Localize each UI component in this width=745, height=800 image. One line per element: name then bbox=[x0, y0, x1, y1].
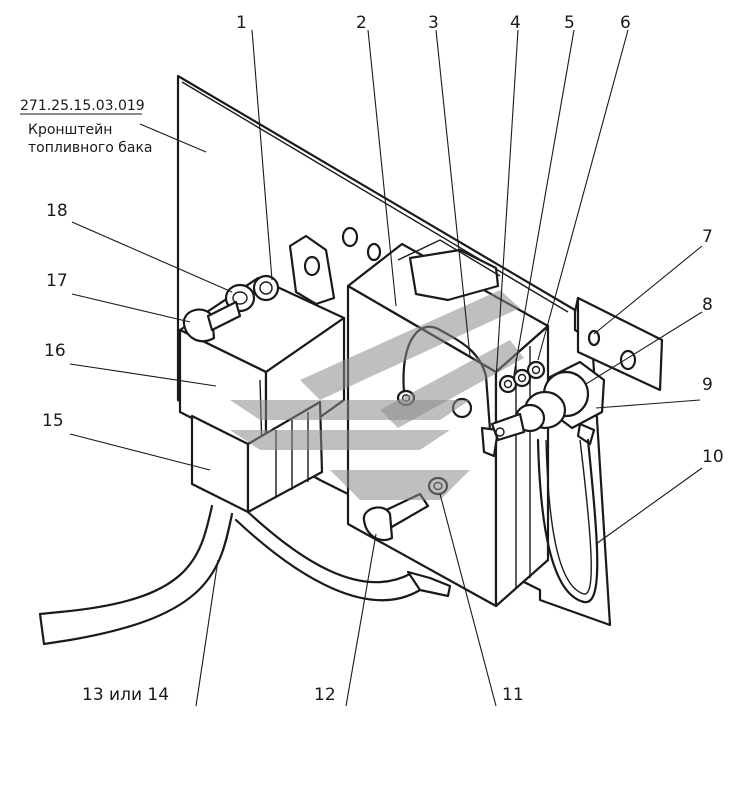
connector-bolt bbox=[490, 360, 606, 446]
callout-2: 2 bbox=[356, 13, 367, 33]
watermark-logo bbox=[230, 290, 524, 500]
callout-3: 3 bbox=[428, 13, 439, 33]
callout-12: 12 bbox=[314, 685, 336, 705]
caption-line1: Кронштейн bbox=[28, 122, 112, 138]
callout-17: 17 bbox=[46, 271, 68, 291]
callout-15: 15 bbox=[42, 411, 64, 431]
callout-9: 9 bbox=[702, 375, 713, 395]
callout-16: 16 bbox=[44, 341, 66, 361]
callout-10: 10 bbox=[702, 447, 724, 467]
wire-harness bbox=[38, 504, 422, 646]
callout-4: 4 bbox=[510, 13, 521, 33]
callout-7: 7 bbox=[702, 227, 713, 247]
relay-socket bbox=[190, 400, 324, 514]
callout-11: 11 bbox=[502, 685, 524, 705]
callout-1: 1 bbox=[236, 13, 247, 33]
callout-13-14: 13 или 14 bbox=[82, 685, 169, 705]
caption: 271.25.15.03.019 Кронштейн топливного ба… bbox=[20, 98, 153, 156]
loop-wire bbox=[536, 438, 599, 604]
angle-bracket bbox=[573, 296, 664, 392]
leader-lines bbox=[69, 29, 703, 707]
callout-18: 18 bbox=[46, 201, 68, 221]
callout-6: 6 bbox=[620, 13, 631, 33]
washers bbox=[498, 360, 546, 394]
callout-5: 5 bbox=[564, 13, 575, 33]
caption-line2: топливного бака bbox=[28, 140, 153, 156]
part-number: 271.25.15.03.019 bbox=[20, 98, 145, 114]
callout-numbers: 1 2 3 4 5 6 7 8 9 10 11 12 13 или 14 15 … bbox=[42, 13, 724, 705]
callout-8: 8 bbox=[702, 295, 713, 315]
small-relay-hardware bbox=[182, 274, 280, 343]
screw-bolt bbox=[362, 492, 430, 542]
